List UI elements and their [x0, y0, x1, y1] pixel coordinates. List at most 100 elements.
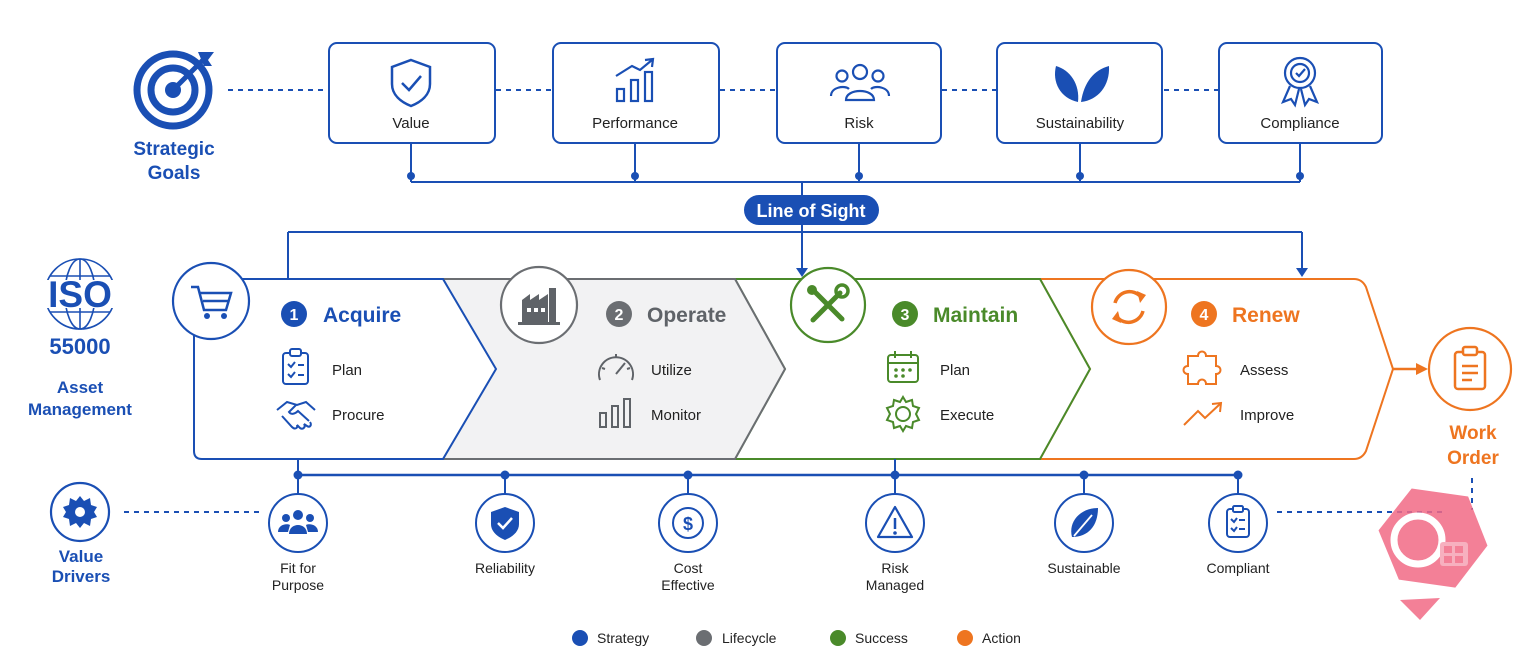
iso-label-line1: Asset	[57, 378, 104, 397]
shield-check-icon	[491, 507, 519, 540]
leaf-icon	[1071, 508, 1098, 537]
goal-label: Sustainability	[1036, 115, 1125, 132]
strategic-goals-label-line2: Goals	[148, 163, 201, 184]
value-drivers-label-line2: Drivers	[52, 567, 111, 586]
connector-dot	[407, 172, 1304, 180]
tools-icon	[789, 266, 867, 344]
stage-title: Renew	[1232, 304, 1300, 327]
arrow-head	[796, 268, 1308, 277]
stage-number-badge	[606, 301, 632, 327]
goal-box-compliance: Compliance	[1218, 42, 1383, 144]
stage-item-label: Improve	[1240, 407, 1294, 424]
stage-item-label: Assess	[1240, 362, 1288, 379]
stage-number: 3	[901, 307, 910, 324]
puzzle-icon	[1182, 350, 1222, 385]
line-of-sight-connector	[410, 143, 1301, 196]
goal-box-performance: Performance	[552, 42, 720, 144]
strategic-goals-label-line1: Strategic	[133, 139, 215, 160]
value-drivers-label-line1: Value	[59, 547, 103, 566]
dollar-icon: $	[672, 507, 704, 539]
stage-maintain: 3 Maintain Plan Execute	[733, 266, 1092, 460]
iso-logo-backdrop	[40, 280, 120, 308]
legend-item-action: Action	[957, 630, 1021, 646]
iso-logo-text: ISO	[48, 274, 112, 315]
value-drivers-section: Value Drivers Fit	[49, 459, 1442, 593]
driver-label-line2: Purpose	[272, 577, 324, 593]
legend-item-lifecycle: Lifecycle	[696, 630, 777, 646]
strategic-goals-section: Strategic Goals Value	[133, 42, 1383, 196]
goal-label: Compliance	[1260, 115, 1339, 132]
legend-swatch	[696, 630, 712, 646]
goal-box-value: Value	[328, 42, 496, 144]
trend-up-icon	[1183, 401, 1223, 426]
work-order-label-line1: Work	[1449, 423, 1497, 444]
legend-swatch	[957, 630, 973, 646]
legend-label: Success	[855, 630, 908, 646]
legend-label: Strategy	[597, 630, 649, 646]
stage-item-label: Execute	[940, 407, 994, 424]
work-order-section: Work Order	[1393, 326, 1513, 510]
legend-label: Action	[982, 630, 1021, 646]
stage-item-label: Monitor	[651, 407, 701, 424]
goal-box-risk: Risk	[776, 42, 942, 144]
stage-renew: 4 Renew Assess Improve	[1038, 268, 1395, 460]
driver-label-line1: Cost	[674, 560, 703, 576]
stage-item-label: Plan	[940, 362, 970, 379]
refresh-icon	[1090, 268, 1168, 346]
clipboard-icon	[282, 348, 309, 385]
driver-risk-managed: Risk Managed	[865, 493, 925, 593]
stage-number: 2	[615, 307, 624, 324]
shield-check-icon	[390, 58, 432, 108]
stage-number: 1	[290, 307, 299, 324]
iso-section: ISO 55000 Asset Management	[28, 258, 132, 419]
legend-swatch	[572, 630, 588, 646]
iso-label-line2: Management	[28, 400, 132, 419]
stage-title: Maintain	[933, 304, 1018, 327]
driver-label-line1: Fit for	[280, 560, 316, 576]
svg-text:$: $	[683, 514, 693, 534]
lifecycle-connector	[287, 225, 1303, 279]
factory-icon	[499, 265, 579, 345]
driver-stem	[297, 459, 1239, 494]
stage-acquire: 1 Acquire Plan Procure	[171, 261, 498, 460]
watermark-logo	[1378, 488, 1488, 620]
goal-label: Value	[392, 115, 429, 132]
handshake-icon	[276, 400, 316, 430]
stage-number-badge	[892, 301, 918, 327]
bar-chart-icon	[599, 398, 631, 428]
stage-item-label: Utilize	[651, 362, 692, 379]
stage-title: Operate	[647, 304, 726, 327]
stage-operate: 2 Operate Utilize Monitor	[441, 265, 787, 460]
clipboard-icon	[1453, 345, 1487, 391]
legend: Strategy Lifecycle Success Action	[572, 630, 1021, 646]
calendar-icon	[887, 351, 919, 383]
award-badge-icon	[1280, 56, 1320, 108]
cart-icon	[171, 261, 251, 341]
people-group-icon	[829, 63, 891, 102]
leaf-icon	[1054, 66, 1110, 102]
legend-item-success: Success	[830, 630, 908, 646]
stage-title: Acquire	[323, 304, 401, 327]
stage-number-badge	[1191, 301, 1217, 327]
driver-label-line2: Effective	[661, 577, 715, 593]
bar-chart-icon	[615, 57, 655, 103]
gauge-icon	[598, 354, 634, 381]
checklist-icon	[1226, 505, 1250, 538]
driver-label-line1: Sustainable	[1047, 560, 1120, 576]
stage-item-label: Procure	[332, 407, 385, 424]
driver-fit-for-purpose: Fit for Purpose	[268, 493, 328, 593]
driver-label-line1: Compliant	[1206, 560, 1269, 576]
goal-label: Risk	[844, 115, 874, 132]
legend-label: Lifecycle	[722, 630, 777, 646]
goal-box-sustainability: Sustainability	[996, 42, 1163, 144]
legend-item-strategy: Strategy	[572, 630, 649, 646]
target-icon	[133, 50, 214, 130]
driver-label-line2: Managed	[866, 577, 924, 593]
stage-number: 4	[1200, 307, 1209, 324]
gear-icon	[885, 395, 921, 433]
line-of-sight-badge: Line of Sight	[744, 195, 879, 225]
work-order-label-line2: Order	[1447, 448, 1499, 469]
gear-icon	[49, 481, 111, 543]
people-group-icon	[278, 510, 318, 534]
